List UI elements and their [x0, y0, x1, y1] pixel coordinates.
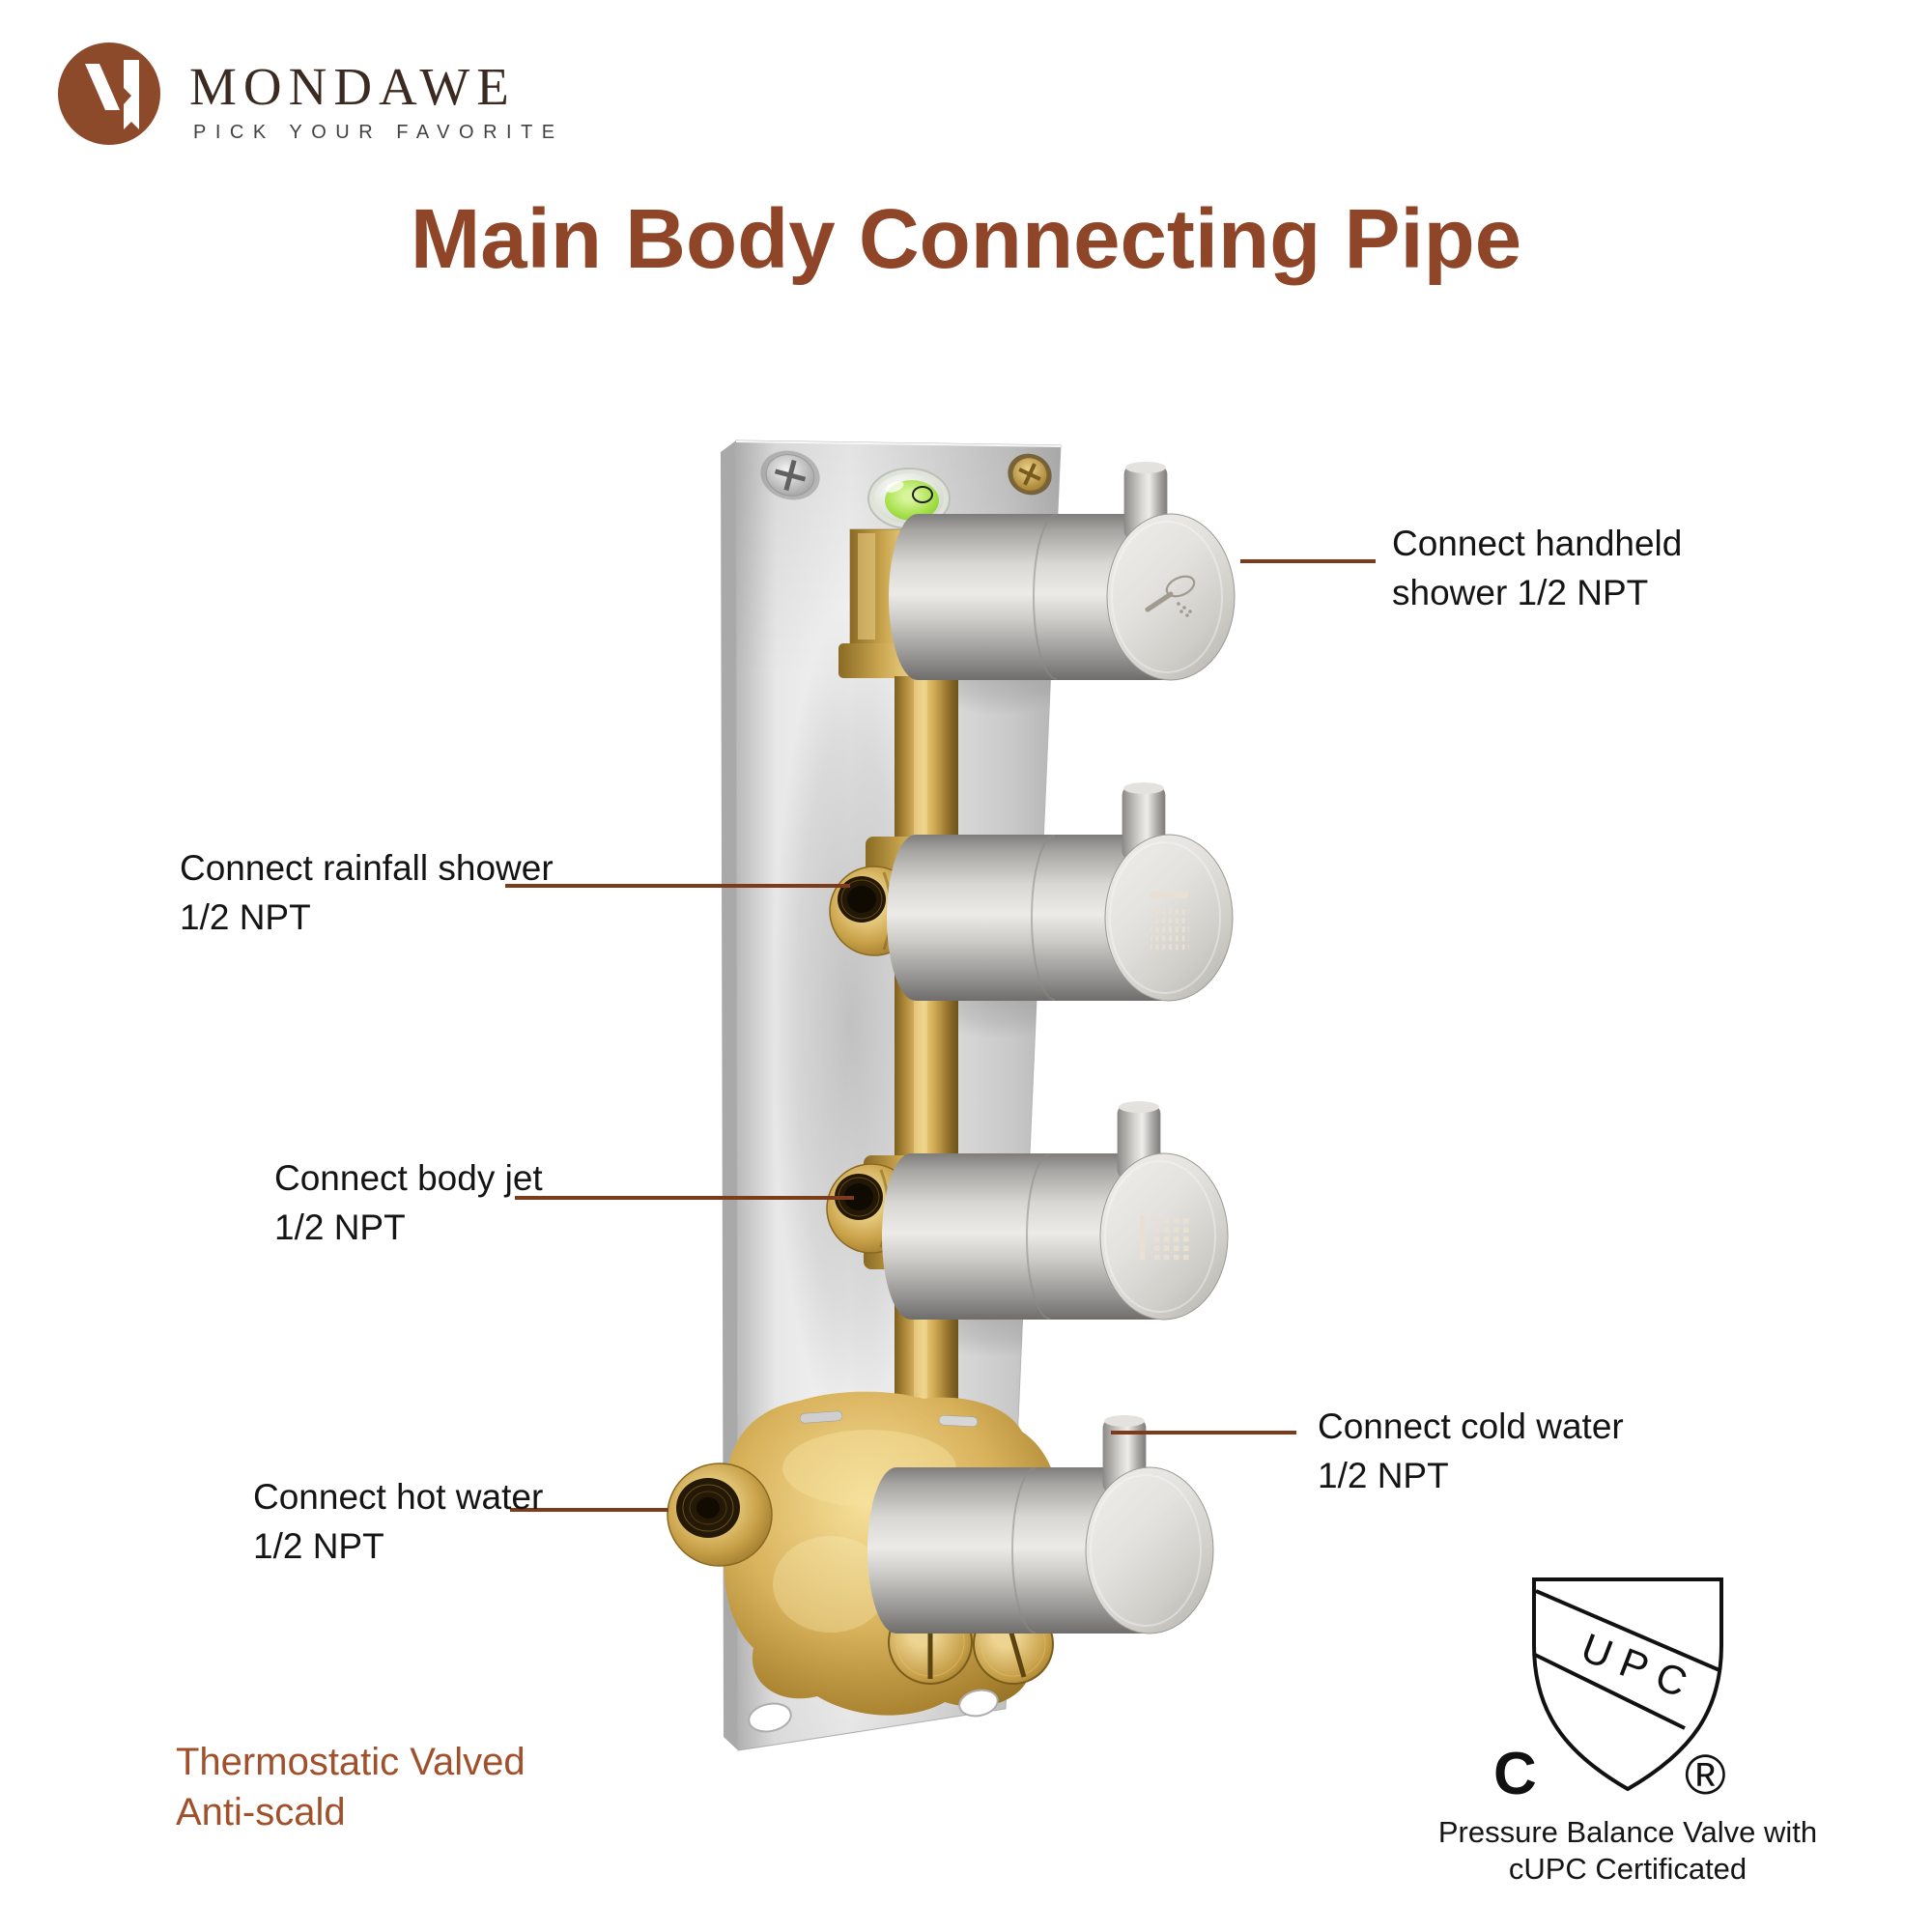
- valve-pin-right: [938, 1414, 979, 1428]
- callout-label-rainfall-line1: Connect rainfall shower: [180, 848, 554, 888]
- callout-label-hot: Connect hot water 1/2 NPT: [253, 1472, 543, 1571]
- thermostatic-note-line2: Anti-scald: [176, 1791, 346, 1833]
- rainfall-shower-icon: [1150, 892, 1189, 950]
- page-title: Main Body Connecting Pipe: [410, 192, 1522, 286]
- body-jet-icon: [1140, 1215, 1191, 1260]
- valve-knob-bodyjet: [881, 1100, 1229, 1321]
- logo-m-left-stroke: [85, 64, 120, 110]
- mounting-screw-left-icon: [760, 450, 820, 500]
- hot-inlet-port: [667, 1463, 773, 1567]
- callout-label-hot-line2: 1/2 NPT: [253, 1526, 384, 1566]
- plate-left-flange: [721, 440, 738, 1750]
- brand-tagline: PICK YOUR FAVORITE: [193, 122, 564, 143]
- callout-label-cold-line2: 1/2 NPT: [1318, 1456, 1449, 1495]
- callout-label-cold-line1: Connect cold water: [1318, 1406, 1624, 1446]
- callout-lines: [505, 559, 1376, 1512]
- callout-label-bodyjet: Connect body jet 1/2 NPT: [274, 1153, 543, 1252]
- callout-label-rainfall: Connect rainfall shower 1/2 NPT: [180, 843, 554, 942]
- callout-label-handheld: Connect handheld shower 1/2 NPT: [1392, 519, 1682, 617]
- cert-c-letter: C: [1493, 1741, 1537, 1807]
- valve-pin-left: [799, 1410, 843, 1424]
- handheld-shower-icon: [1145, 575, 1196, 617]
- thermostatic-note-line1: Thermostatic Valved: [176, 1741, 526, 1783]
- mounting-screw-right-icon: [1008, 453, 1052, 496]
- callout-label-bodyjet-line1: Connect body jet: [274, 1158, 543, 1198]
- valve-knob-handheld: [888, 461, 1236, 681]
- cert-caption-line2: cUPC Certificated: [1508, 1852, 1747, 1886]
- cert-caption: Pressure Balance Valve with cUPC Certifi…: [1406, 1814, 1850, 1888]
- valve-knob-rainfall: [886, 781, 1234, 1002]
- shield-outline: [1532, 1577, 1723, 1792]
- logo-m-right-stroke: [124, 60, 139, 129]
- callout-label-cold: Connect cold water 1/2 NPT: [1318, 1402, 1624, 1500]
- cert-caption-line1: Pressure Balance Valve with: [1437, 1815, 1818, 1849]
- mounting-hole-right: [958, 1689, 999, 1718]
- registered-trademark-icon: ®: [1685, 1744, 1726, 1806]
- brand-name: MONDAWE: [189, 57, 516, 116]
- bubble-level-vial: [867, 468, 951, 529]
- callout-label-hot-line1: Connect hot water: [253, 1477, 544, 1517]
- cupc-shield-icon: UPC C ®: [1493, 1577, 1726, 1807]
- mounting-hole-left: [748, 1702, 792, 1733]
- callout-label-bodyjet-line2: 1/2 NPT: [274, 1208, 406, 1247]
- shield-diagonal-lower: [1534, 1653, 1686, 1730]
- callout-label-handheld-line2: shower 1/2 NPT: [1392, 573, 1649, 612]
- callout-label-handheld-line1: Connect handheld: [1392, 524, 1683, 563]
- callout-label-rainfall-line2: 1/2 NPT: [180, 897, 311, 937]
- thermostatic-note: Thermostatic Valved Anti-scald: [176, 1737, 526, 1837]
- shield-diagonal-upper: [1535, 1589, 1720, 1672]
- mondawe-monogram-icon: [58, 43, 160, 145]
